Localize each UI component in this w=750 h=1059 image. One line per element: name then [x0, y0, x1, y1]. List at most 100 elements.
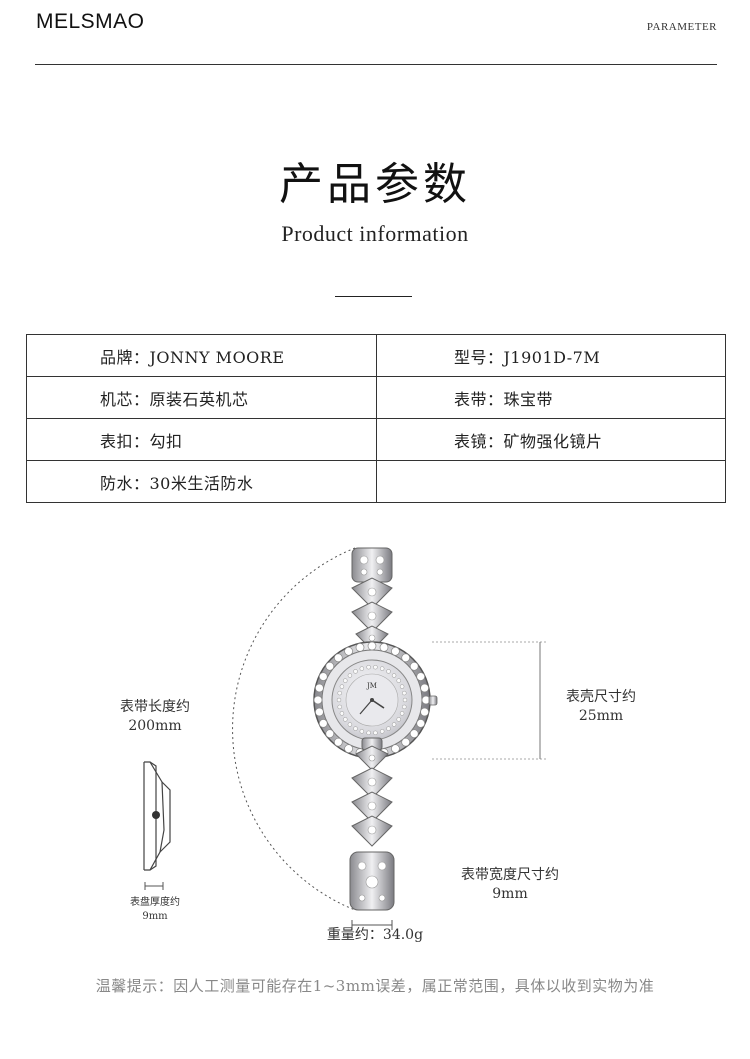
- watch-illustration: JM: [143, 547, 546, 930]
- strap-width-label: 表带宽度尺寸约 9mm: [445, 866, 575, 904]
- dial-logo: JM: [366, 682, 377, 690]
- crystal: [325, 729, 335, 739]
- spec-movement: 机芯：原装石英机芯: [100, 389, 249, 409]
- case-size-title: 表壳尺寸约: [566, 689, 636, 705]
- crystal: [379, 666, 385, 671]
- strap-length-arc: [232, 547, 356, 911]
- crystal: [343, 717, 348, 722]
- spec-cell: 型号：J1901D-7M: [376, 334, 726, 377]
- crystal: [420, 707, 429, 717]
- strap-length-label: 表带长度约 200mm: [105, 698, 205, 736]
- spec-cell: 防水：30米生活防水: [26, 460, 377, 503]
- crystal: [401, 653, 411, 663]
- spec-water: 防水：30米生活防水: [100, 473, 254, 493]
- crystal: [386, 669, 391, 674]
- weight-label: 重量约：34.0g: [326, 927, 424, 943]
- crystal: [336, 697, 342, 703]
- spec-row: 机芯：原装石英机芯 表带：珠宝带: [26, 376, 726, 419]
- hour-hand: [371, 699, 385, 709]
- crystal: [353, 669, 358, 674]
- spec-cell: 品牌：JONNY MOORE: [26, 334, 377, 377]
- crystal: [420, 683, 429, 693]
- inner-crystal-ring: [336, 664, 408, 736]
- crystal: [386, 726, 391, 731]
- crystal: [366, 730, 371, 736]
- spec-clasp: 表扣：勾扣: [100, 431, 183, 451]
- strap-length-value: 200mm: [128, 718, 182, 734]
- spec-cell: 机芯：原装石英机芯: [26, 376, 377, 419]
- page-subtitle: Product information: [281, 221, 469, 246]
- thickness-label: 表盘厚度约 9mm: [115, 896, 195, 924]
- crystal: [347, 722, 353, 727]
- crystal: [373, 664, 378, 670]
- spec-model: 型号：J1901D-7M: [454, 347, 601, 367]
- crystal: [359, 729, 365, 734]
- spec-strap: 表带：珠宝带: [454, 389, 554, 409]
- spec-row: 防水：30米生活防水: [26, 460, 726, 503]
- crystal: [318, 672, 328, 681]
- crystal: [359, 666, 365, 671]
- crystal: [313, 695, 323, 705]
- brand-logo: MELSMAO: [36, 10, 145, 33]
- strap-width-title: 表带宽度尺寸约: [461, 867, 559, 883]
- footer-note: 温馨提示：因人工测量可能存在1~3mm误差，属正常范围，具体以收到实物为准: [95, 977, 655, 995]
- crystal: [333, 653, 343, 663]
- section-label: PARAMETER: [646, 21, 717, 33]
- watch-side-profile: [143, 761, 171, 871]
- crystal: [366, 664, 371, 670]
- page-title: 产品参数: [279, 159, 471, 210]
- crystal: [379, 729, 385, 734]
- spec-row: 品牌：JONNY MOORE 型号：J1901D-7M: [26, 334, 726, 377]
- watch-dimension-figure: JM: [0, 530, 750, 950]
- crystal: [373, 730, 378, 736]
- strap-width-value: 9mm: [492, 886, 528, 902]
- crystal: [339, 684, 345, 689]
- crystal: [353, 726, 358, 731]
- crystal: [343, 678, 348, 683]
- crystal: [391, 722, 397, 727]
- spec-cell: [376, 460, 726, 503]
- crystal: [402, 690, 407, 696]
- crystal: [391, 673, 397, 678]
- crystal: [333, 737, 343, 747]
- spec-cell: 表镜：矿物强化镜片: [376, 418, 726, 461]
- crystal: [347, 673, 353, 678]
- minute-hand: [359, 699, 373, 715]
- spec-brand: 品牌：JONNY MOORE: [100, 347, 285, 367]
- crystal: [379, 643, 389, 652]
- thickness-value: 9mm: [142, 911, 168, 922]
- spec-cell: 表带：珠宝带: [376, 376, 726, 419]
- crystal: [396, 717, 401, 722]
- crystal: [416, 672, 426, 681]
- crystal: [401, 737, 411, 747]
- title-divider: [335, 296, 412, 297]
- thickness-title: 表盘厚度约: [130, 897, 180, 908]
- spec-cell: 表扣：勾扣: [26, 418, 377, 461]
- watch-crown: [428, 695, 438, 706]
- spec-table: 品牌：JONNY MOORE 型号：J1901D-7M 机芯：原装石英机芯 表带…: [26, 334, 726, 503]
- strap-length-title: 表带长度约: [120, 699, 190, 715]
- crystal: [396, 678, 401, 683]
- crystal: [315, 707, 324, 717]
- crystal: [367, 641, 377, 651]
- crystal: [318, 719, 328, 728]
- crystal: [337, 704, 342, 710]
- crystal: [355, 643, 365, 652]
- crystal: [391, 646, 400, 656]
- crystal: [325, 661, 335, 671]
- case-size-label: 表壳尺寸约 25mm: [551, 688, 651, 726]
- crystal: [344, 744, 353, 754]
- crystal: [344, 646, 353, 656]
- spec-glass: 表镜：矿物强化镜片: [454, 431, 603, 451]
- crystal: [399, 711, 405, 716]
- crystal: [402, 704, 407, 710]
- case-size-value: 25mm: [578, 708, 624, 724]
- top-divider: [35, 64, 717, 65]
- crystal: [315, 683, 324, 693]
- crystal: [391, 744, 400, 754]
- crystal: [339, 711, 345, 716]
- crystal: [337, 690, 342, 696]
- crystal: [402, 697, 408, 703]
- spec-row: 表扣：勾扣 表镜：矿物强化镜片: [26, 418, 726, 461]
- crystal: [399, 684, 405, 689]
